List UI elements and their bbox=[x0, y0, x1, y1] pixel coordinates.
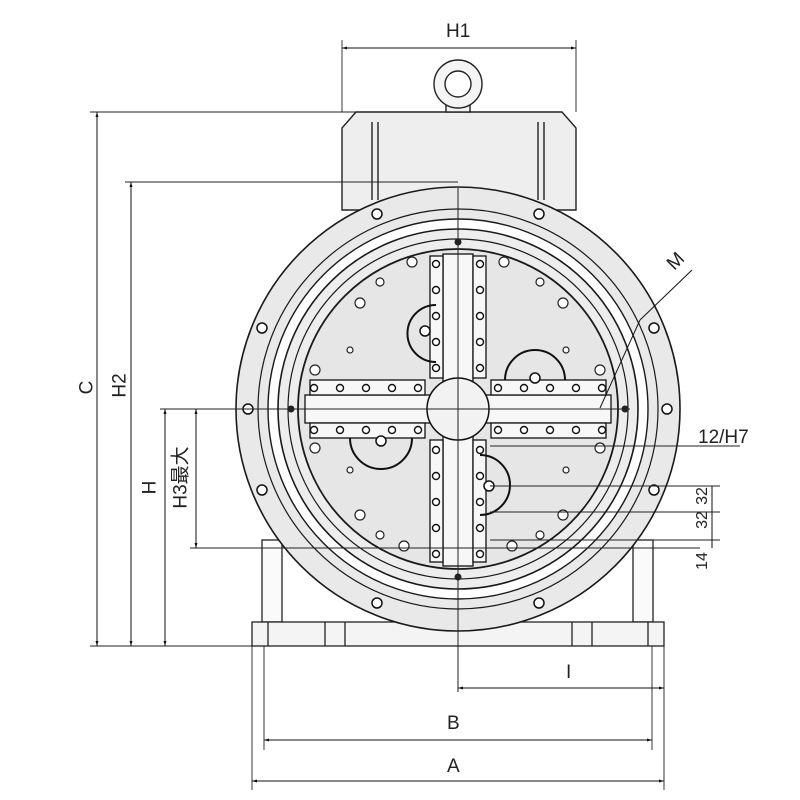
dim-label-14: 14 bbox=[693, 552, 711, 570]
dim-label-a: A bbox=[447, 756, 460, 777]
face-holes bbox=[309, 256, 606, 552]
top-housing bbox=[341, 111, 577, 211]
extension-lines bbox=[90, 40, 740, 790]
dim-label-bore: 12/H7 bbox=[698, 427, 749, 448]
dim-label-h2: H2 bbox=[109, 373, 131, 398]
lifting-eye-icon bbox=[433, 59, 483, 113]
dim-label-32b: 32 bbox=[693, 511, 711, 529]
dim-label-b: B bbox=[447, 713, 460, 734]
gear-centers bbox=[375, 325, 541, 492]
dimension-lines bbox=[95, 46, 713, 783]
dim-label-c: C bbox=[76, 380, 98, 395]
dim-label-h1: H1 bbox=[446, 21, 471, 42]
dim-label-h: H bbox=[139, 480, 161, 495]
jaw-bolts bbox=[309, 259, 607, 559]
dim-label-i: I bbox=[566, 662, 572, 683]
dim-label-32a: 32 bbox=[693, 487, 711, 505]
center-lines bbox=[160, 188, 630, 692]
flange-bolts bbox=[242, 208, 673, 609]
dim-label-h3: H3最大 bbox=[170, 446, 192, 509]
